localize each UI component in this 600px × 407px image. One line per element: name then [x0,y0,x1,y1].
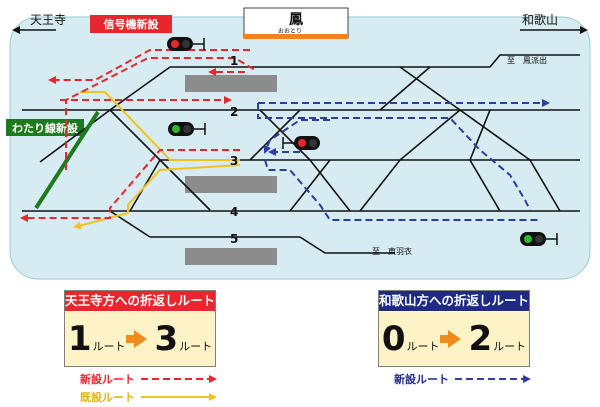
platform-3-4 [185,176,277,193]
direction-right: 和歌山 [520,12,588,34]
track-label-2: 2 [230,105,238,119]
mid-crossover-lower [289,159,351,212]
route-from-number: 0 [381,319,406,359]
legend-red-dash-icon [141,375,217,383]
crossover-new-tag: わたり線新設 [6,119,84,136]
direction-left-label: 天王寺 [30,13,66,27]
right-ladder-3 [359,109,461,212]
route-from: 0 ルート [381,319,440,359]
branch-lower-label: 至 東羽衣 [372,246,412,256]
legend-new-route-red: 新設ルート [80,371,225,387]
track-label-4: 4 [230,205,238,219]
legend-blue-dash-icon [455,375,531,383]
right-ladder [399,66,561,212]
right-ladder-2 [379,66,431,111]
route-box-wakayama-title: 和歌山方への折返しルート [379,291,529,311]
direction-left: 天王寺 [12,13,66,34]
route-box-tennoji: 天王寺方への折返しルート 1 ルート 3 ルート [64,290,216,367]
track-label-3: 3 [230,154,238,168]
new-route-red-line [48,49,250,84]
direction-right-label: 和歌山 [522,12,558,27]
route-box-wakayama: 和歌山方への折返しルート 0 ルート 2 ルート [378,290,530,367]
new-route-blue-line-4 [264,159,540,221]
new-route-blue-line-2 [257,103,531,211]
signal-middle [282,136,320,150]
signal-right [520,232,558,246]
route-from: 1 ルート [67,319,126,359]
track-5 [150,236,395,254]
track-label-1: 1 [230,54,238,68]
station-reading: おおとり [278,28,302,35]
legend-new-route-blue: 新設ルート [394,371,539,387]
signal-left [168,122,206,136]
station-sign: 鳳 おおとり [243,7,349,39]
route-to-number: 3 [154,319,179,359]
signal-top [167,37,205,51]
signal-new-tag: 信号機新設 [90,15,172,33]
legend-existing-route: 既設ルート [80,389,225,405]
svg-text:信号機新設: 信号機新設 [104,17,160,31]
legend-yellow-solid-icon [141,393,217,401]
route-to: 3 ルート [154,319,213,359]
track-numbers: 1 2 3 4 5 [230,54,238,246]
new-route-red-line-5 [65,57,256,170]
station-name: 鳳 [289,12,303,28]
crossover-new-line [34,110,100,210]
route-arrow-icon [125,330,147,348]
route-arrow-icon [439,330,461,348]
new-route-blue-line-3 [263,119,330,154]
svg-text:わたり線新設: わたり線新設 [12,121,79,135]
platform-1-2 [185,75,277,92]
route-to: 2 ルート [468,319,527,359]
platform-5 [185,248,277,265]
track-1-branch [400,54,580,68]
right-ladder-4 [469,109,501,212]
branch-upper-label: 至 鳳派出 [507,55,547,65]
route-to-number: 2 [468,319,493,359]
new-route-red-line-4 [20,149,240,222]
track-label-5: 5 [230,232,238,246]
route-from-number: 1 [67,319,92,359]
route-box-tennoji-title: 天王寺方への折返しルート [65,291,215,311]
